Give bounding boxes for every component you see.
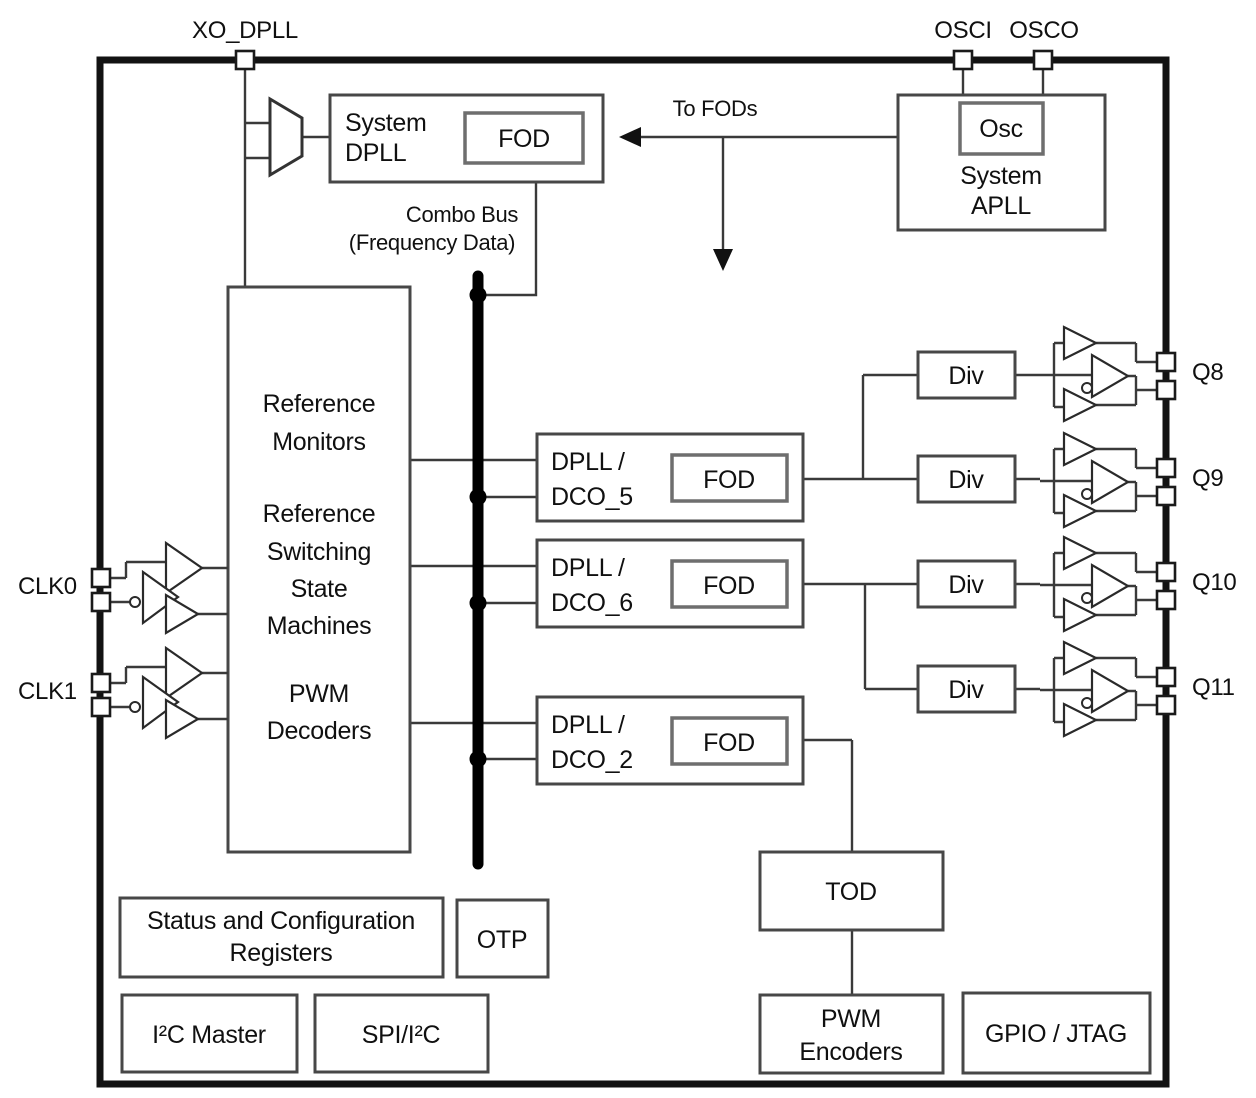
dco5-to-div-wires (803, 373, 918, 481)
dco2-label-line1: DPLL / (551, 711, 625, 739)
ref-block-label: Reference (263, 500, 376, 528)
arrowhead-left-icon (619, 127, 641, 147)
i2c-master-block (120, 993, 299, 1074)
pin-squares (90, 49, 1177, 718)
bus-to-dpll-wires (478, 495, 537, 761)
pin-q8-n (1155, 379, 1177, 401)
system-dpll-label-line1: System (345, 109, 427, 137)
arrowhead-down-icon (713, 249, 733, 271)
dco6-fod-block (670, 559, 789, 609)
pin-q9-n (1155, 485, 1177, 507)
div-label-q8: Div (948, 362, 984, 390)
osc-block (958, 101, 1045, 156)
pin-label-xo-dpll: XO_DPLL (192, 17, 298, 44)
div-block-q11 (916, 664, 1017, 714)
dco2-to-tod-wire (803, 738, 854, 852)
dco2-fod-label: FOD (703, 729, 755, 757)
pwm-encoders-label-line2: Encoders (799, 1038, 902, 1066)
otp-block (455, 898, 550, 979)
junction-dot (469, 488, 487, 506)
system-dpll-fod-block (463, 111, 585, 165)
combo-bus-label-line2: (Frequency Data) (349, 230, 515, 255)
pin-label-q8: Q8 (1192, 359, 1223, 386)
div-label-q9: Div (948, 466, 984, 494)
ref-block-label: Monitors (272, 428, 365, 456)
gpio-jtag-block (961, 991, 1152, 1075)
pin-label-osci: OSCI (934, 17, 991, 44)
ref-block-label: State (291, 575, 348, 603)
ref-block-label: Switching (267, 538, 371, 566)
dpll-dco6-block (535, 538, 805, 629)
pin-label-osco: OSCO (1009, 17, 1078, 44)
div-label-q11: Div (948, 676, 984, 704)
dco6-to-div-wires (803, 582, 918, 691)
gpio-jtag-label: GPIO / JTAG (985, 1020, 1127, 1048)
pin-osco (1032, 49, 1054, 71)
dco6-fod-label: FOD (703, 572, 755, 600)
pin-label-q9: Q9 (1192, 465, 1223, 492)
dco5-fod-block (670, 453, 789, 503)
tod-label: TOD (825, 878, 876, 906)
pin-osci (952, 49, 974, 71)
pin-clk1-p (90, 672, 112, 694)
pin-label-q11: Q11 (1192, 674, 1235, 701)
ref-block-label: Reference (263, 390, 376, 418)
system-apll-label-line1: System (960, 162, 1042, 190)
osc-label: Osc (979, 115, 1023, 143)
div-to-buffer-wires (1015, 373, 1040, 691)
reference-monitors-block (226, 285, 412, 854)
mux-wires (245, 121, 330, 160)
otp-label: OTP (477, 926, 528, 954)
pin-xo-dpll (234, 49, 256, 71)
junction-dot (469, 750, 487, 768)
junction-dot (469, 286, 487, 304)
pin-label-q10: Q10 (1192, 569, 1236, 596)
status-config-label-line2: Registers (230, 939, 333, 967)
pin-q11-p (1155, 666, 1177, 688)
pin-clk1-n (90, 696, 112, 718)
div-block-q9 (916, 454, 1017, 504)
system-dpll-fod-label: FOD (498, 125, 550, 153)
pin-q8-p (1155, 351, 1177, 373)
pin-label-clk0: CLK0 (18, 573, 77, 600)
status-config-label-line1: Status and Configuration (147, 907, 415, 935)
pin-clk0-n (90, 591, 112, 613)
pin-q11-n (1155, 694, 1177, 716)
spi-i2c-block (313, 993, 490, 1074)
combo-bus-feed-wire (483, 182, 538, 297)
dco5-label-line1: DPLL / (551, 448, 625, 476)
div-label-q10: Div (948, 571, 984, 599)
status-config-block (118, 896, 445, 979)
to-fods-label: To FODs (673, 96, 758, 121)
dco2-label-line2: DCO_2 (551, 746, 633, 774)
dco5-fod-label: FOD (703, 466, 755, 494)
pin-label-clk1: CLK1 (18, 678, 77, 705)
tod-block (758, 850, 945, 932)
pin-q10-n (1155, 589, 1177, 611)
pin-q10-p (1155, 561, 1177, 583)
dco6-label-line2: DCO_6 (551, 589, 633, 617)
system-apll-label-line2: APLL (971, 192, 1031, 220)
pin-clk0-p (90, 567, 112, 589)
ref-block-label: Machines (267, 612, 372, 640)
i2c-master-label: I²C Master (152, 1021, 266, 1049)
dco2-fod-block (670, 716, 789, 766)
spi-i2c-label: SPI/I²C (362, 1021, 441, 1049)
div-block-q8 (916, 350, 1017, 400)
combo-bus-label-line1: Combo Bus (406, 202, 519, 227)
system-dpll-label-line2: DPLL (345, 139, 407, 167)
pwm-encoders-label-line1: PWM (821, 1005, 881, 1033)
div-block-q10 (916, 559, 1017, 609)
mux-icon (268, 96, 304, 178)
dco5-label-line2: DCO_5 (551, 483, 633, 511)
pin-q9-p (1155, 457, 1177, 479)
pwm-encoders-block (758, 993, 945, 1075)
ref-block-label: PWM (289, 680, 349, 708)
dco6-label-line1: DPLL / (551, 554, 625, 582)
junction-dot (469, 594, 487, 612)
ref-block-label: Decoders (267, 717, 372, 745)
bus-junction-dots (469, 286, 487, 768)
